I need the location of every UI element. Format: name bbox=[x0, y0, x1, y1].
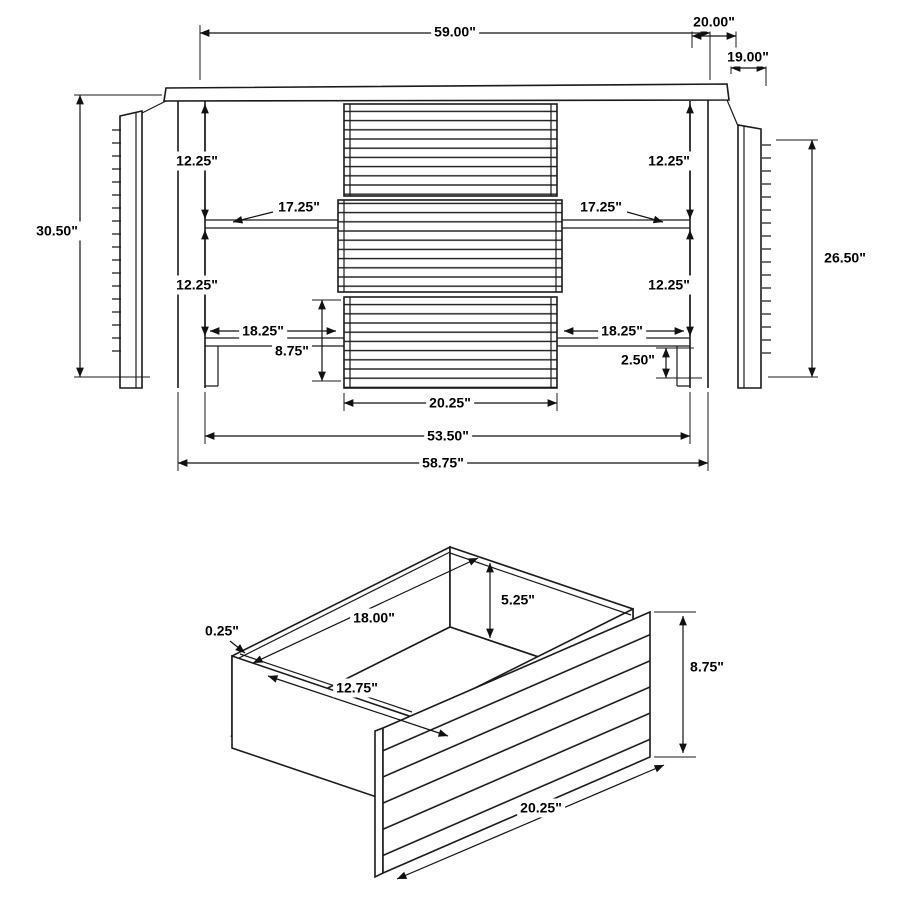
drawer-stack bbox=[337, 103, 563, 389]
dim-drawer-inner-depth: 5.25" bbox=[498, 590, 538, 610]
dim-drawer-inner-length: 18.00" bbox=[350, 608, 398, 628]
dim-case-depth: 19.00" bbox=[724, 47, 772, 67]
dim-drawer-inner-width: 12.75" bbox=[333, 678, 381, 698]
left-door-louvers bbox=[112, 129, 121, 352]
middle-drawer-front bbox=[337, 199, 563, 293]
dim-upper-right-opening: 12.25" bbox=[645, 151, 693, 171]
left-door bbox=[112, 100, 167, 389]
dim-interior-width: 53.50" bbox=[424, 426, 472, 446]
dim-top-depth: 20.00" bbox=[690, 12, 738, 32]
legs bbox=[205, 346, 690, 387]
dim-shelf-right-depth: 17.25" bbox=[577, 197, 625, 217]
dim-lower-right-opening: 12.25" bbox=[645, 275, 693, 295]
top-drawer-front bbox=[343, 103, 558, 197]
right-door bbox=[726, 99, 771, 389]
dim-case-width: 58.75" bbox=[419, 453, 467, 473]
drawer-isometric-view bbox=[229, 545, 696, 880]
dim-drawer-front-height: 8.75" bbox=[687, 657, 727, 677]
dim-upper-left-opening: 12.25" bbox=[173, 151, 221, 171]
dim-case-height: 26.50" bbox=[821, 248, 869, 268]
dim-drawer-front-width: 20.25" bbox=[517, 798, 565, 818]
top-panel bbox=[163, 83, 730, 102]
dim-lower-left-opening: 12.25" bbox=[173, 275, 221, 295]
dim-overall-height: 30.50" bbox=[33, 221, 81, 241]
dim-left-opening-width: 18.25" bbox=[239, 321, 287, 341]
dim-right-opening-width: 18.25" bbox=[598, 321, 646, 341]
dim-shelf-left-depth: 17.25" bbox=[275, 197, 323, 217]
dim-top-width: 59.00" bbox=[431, 22, 479, 42]
dim-drawer-front-height: 8.75" bbox=[272, 341, 312, 361]
right-door-louvers bbox=[762, 144, 771, 354]
dim-drawer-width: 20.25" bbox=[426, 393, 474, 413]
dim-drawer-panel-thickness: 0.25" bbox=[202, 621, 242, 641]
bottom-drawer-front bbox=[343, 296, 558, 389]
dim-base-height: 2.50" bbox=[618, 350, 658, 370]
